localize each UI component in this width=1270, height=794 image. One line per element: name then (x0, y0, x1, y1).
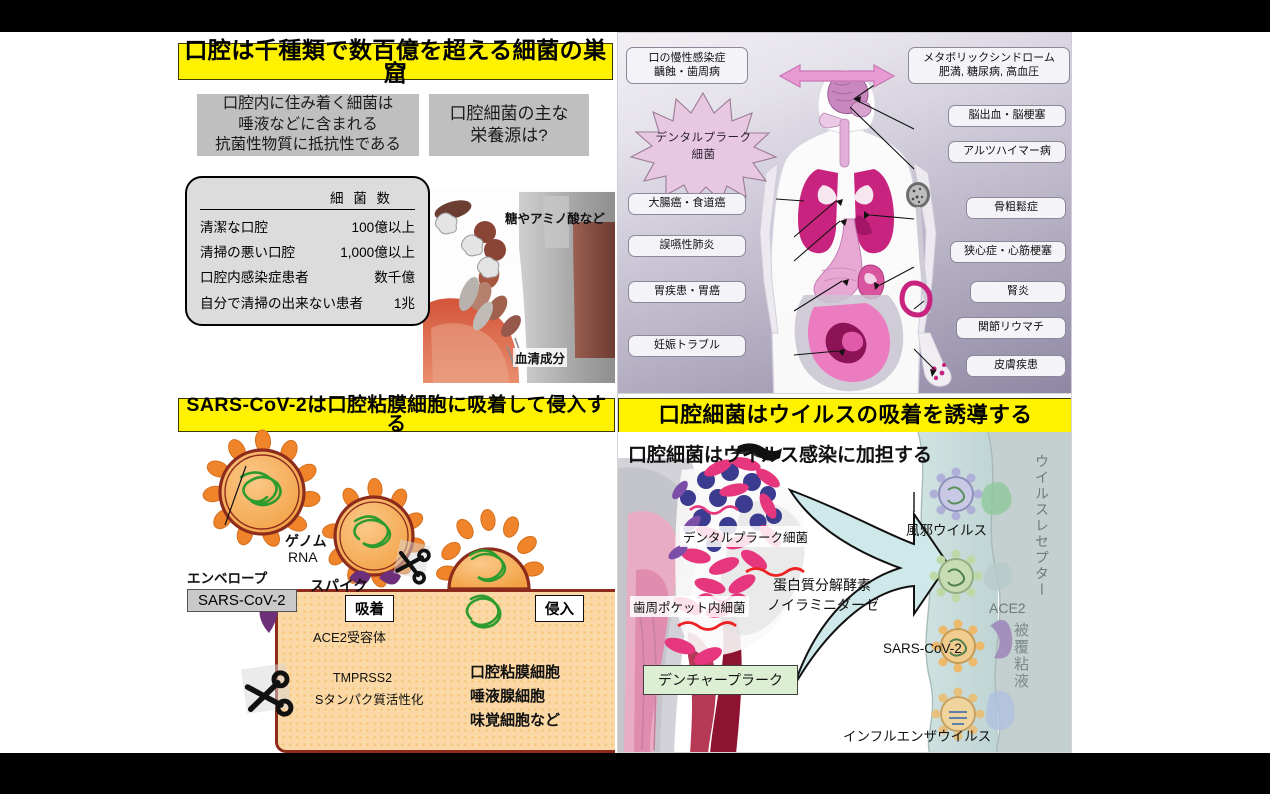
body-label-nephritis: 腎炎 (970, 281, 1066, 303)
body-label-colon-esophageal-cancer: 大腸癌・食道癌 (628, 193, 746, 215)
genome-label: ゲノム (285, 531, 327, 551)
row-label: 清掃の悪い口腔 (200, 245, 296, 261)
dental-plaque-bacteria-label: デンタルプラーク細菌 (680, 526, 812, 547)
body-label-skin-disease: 皮膚疾患 (966, 355, 1066, 377)
cell-type-label-2: 唾液腺細胞 (470, 688, 546, 705)
dental-plaque-starburst: デンタルプラーク 細菌 (626, 91, 781, 203)
virus-entry-illustration (202, 429, 544, 717)
serum-component-label: 血清成分 (513, 348, 568, 367)
cell-type-label-1: 口腔粘膜細胞 (470, 664, 561, 681)
label-line: 肥満, 糖尿病, 高血圧 (938, 66, 1040, 79)
resistance-line-2: 唾液などに含まれる (238, 115, 378, 133)
virus-particle-invading (436, 509, 544, 629)
human-body-illustration (759, 68, 952, 401)
table-row: 自分で清掃の出来ない患者 1兆 (200, 289, 415, 314)
body-label-pregnancy-trouble: 妊娠トラブル (628, 335, 746, 357)
panel-oral-bacteria-virus-adhesion: 口腔細菌はウイルスの吸着を誘導する 口腔細菌はウイルス感染に加担する (617, 393, 1072, 753)
nutrient-line-1: 口腔細菌の主な (449, 103, 569, 123)
body-label-chronic-oral-infection: 口の慢性感染症 齲蝕・歯周病 (626, 47, 748, 84)
sugar-amino-acid-label: 糖やアミノ酸など (505, 212, 605, 226)
protease-label-2: ノイラミニダーゼ (767, 597, 879, 613)
adsorption-box: 吸着 (345, 595, 394, 622)
panel1-title: 口腔は千種類で数百億を超える細菌の巣窟 (178, 38, 613, 84)
ace2-receptor-label: ACE2受容体 (313, 630, 386, 645)
nutrient-source-question-box: 口腔細菌の主な 栄養源は? (429, 94, 589, 156)
s-protein-activation-label: Sタンパク質活性化 (315, 693, 424, 707)
cell-type-label-3: 味覚細胞など (470, 712, 561, 729)
resistance-line-3: 抗菌性物質に抵抗性である (215, 136, 401, 154)
influenza-virus-label: インフルエンザウイルス (843, 729, 992, 744)
protease-label-1: 蛋白質分解酵素 (773, 577, 871, 593)
invasion-box: 侵入 (535, 595, 584, 622)
panel-systemic-disease-body-diagram: デンタルプラーク 細菌 口の慢性感染症 齲蝕・歯周病 メタボリックシンドローム … (617, 32, 1072, 401)
denture-plaque-label: デンチャープラーク (643, 665, 799, 695)
bacteria-count-header: 細 菌 数 (329, 191, 393, 206)
label-line: メタボリックシンドローム (923, 52, 1055, 64)
table-row: 清潔な口腔 100億以上 (200, 213, 415, 238)
sars-cov-2-name-box: SARS-CoV-2 (187, 589, 297, 612)
letterbox-top (0, 0, 1270, 32)
virus-receptor-vertical-label: ウイルスレセプター (1034, 454, 1050, 598)
rna-label: RNA (288, 549, 318, 565)
virus-particle-free (202, 429, 321, 547)
tooth-cross-section-illustration: 糖やアミノ酸など 血清成分 (423, 188, 615, 383)
body-label-cerebral-hemorrhage: 脳出血・脳梗塞 (948, 105, 1066, 127)
row-value: 1兆 (393, 295, 415, 311)
body-label-metabolic-syndrome: メタボリックシンドローム 肥満, 糖尿病, 高血圧 (908, 47, 1070, 84)
tmprss2-label: TMPRSS2 (333, 671, 393, 685)
row-value: 1,000億以上 (340, 245, 415, 261)
label-line: 齲蝕・歯周病 (654, 66, 720, 79)
envelope-label: エンベロープ (187, 571, 268, 586)
row-label: 自分で清掃の出来ない患者 (200, 295, 364, 311)
resistance-line-1: 口腔内に住み着く細菌は (222, 95, 394, 113)
oral-bacteria-resistance-box: 口腔内に住み着く細菌は 唾液などに含まれる 抗菌性物質に抵抗性である (197, 94, 419, 156)
panel-sars-cov-2-entry: SARS-CoV-2は口腔粘膜細胞に吸着して侵入する (165, 393, 615, 753)
body-label-angina-myocardial: 狭心症・心筋梗塞 (950, 241, 1066, 263)
mucus-vertical-label: 被覆粘液 (1012, 622, 1029, 690)
row-value: 100億以上 (351, 219, 415, 235)
spike-label: スパイク (310, 579, 368, 595)
virus-particles-mucosa (929, 467, 1015, 741)
row-label: 口腔内感染症患者 (200, 270, 309, 286)
genome-line-1: ゲノム (285, 533, 327, 549)
bidirectional-arrow-icon (778, 63, 896, 89)
dental-plaque-bacteria-cluster (664, 443, 805, 665)
row-value: 数千億 (374, 270, 415, 286)
table-row: 清掃の悪い口腔 1,000億以上 (200, 239, 415, 264)
sars-cov-2-label: SARS-CoV-2 (883, 641, 962, 656)
slide-canvas: 口腔は千種類で数百億を超える細菌の巣窟 口腔内に住み着く細菌は 唾液などに含まれ… (0, 32, 1270, 753)
table-row: 口腔内感染症患者 数千億 (200, 264, 415, 289)
body-label-gastric-disease-cancer: 胃疾患・胃癌 (628, 281, 746, 303)
body-label-aspiration-pneumonia: 誤嚥性肺炎 (628, 235, 746, 257)
ace2-mucosa-label: ACE2 (989, 600, 1026, 616)
panel4-subtitle: 口腔細菌はウイルス感染に加担する (628, 445, 933, 466)
cold-virus-label: 風邪ウイルス (906, 523, 987, 538)
bacteria-count-table: 細 菌 数 清潔な口腔 100億以上 清掃の悪い口腔 1,000億以上 口腔内感… (185, 176, 430, 326)
panel4-title: 口腔細菌はウイルスの吸着を誘導する (618, 398, 1071, 434)
panel-oral-bacteria-count: 口腔は千種類で数百億を超える細菌の巣窟 口腔内に住み着く細菌は 唾液などに含まれ… (165, 38, 615, 383)
starburst-text: デンタルプラーク 細菌 (626, 91, 781, 203)
starburst-line-1: デンタルプラーク (655, 132, 752, 145)
row-label: 清潔な口腔 (200, 219, 268, 235)
scissors-icon-top (393, 539, 431, 585)
label-line: 口の慢性感染症 (648, 52, 726, 64)
body-label-rheumatoid-arthritis: 関節リウマチ (956, 317, 1066, 339)
starburst-line-2: 細菌 (691, 149, 716, 161)
body-label-alzheimer: アルツハイマー病 (948, 141, 1066, 163)
letterbox-bottom (0, 753, 1270, 794)
nutrient-line-2: 栄養源は? (470, 126, 548, 145)
scissors-icon-tmprss2 (240, 663, 294, 717)
periodontal-pocket-bacteria-label: 歯周ポケット内細菌 (630, 596, 749, 617)
body-label-osteoporosis: 骨粗鬆症 (966, 197, 1066, 219)
panel3-title: SARS-CoV-2は口腔粘膜細胞に吸着して侵入する (178, 395, 615, 434)
table-rule (200, 209, 415, 211)
